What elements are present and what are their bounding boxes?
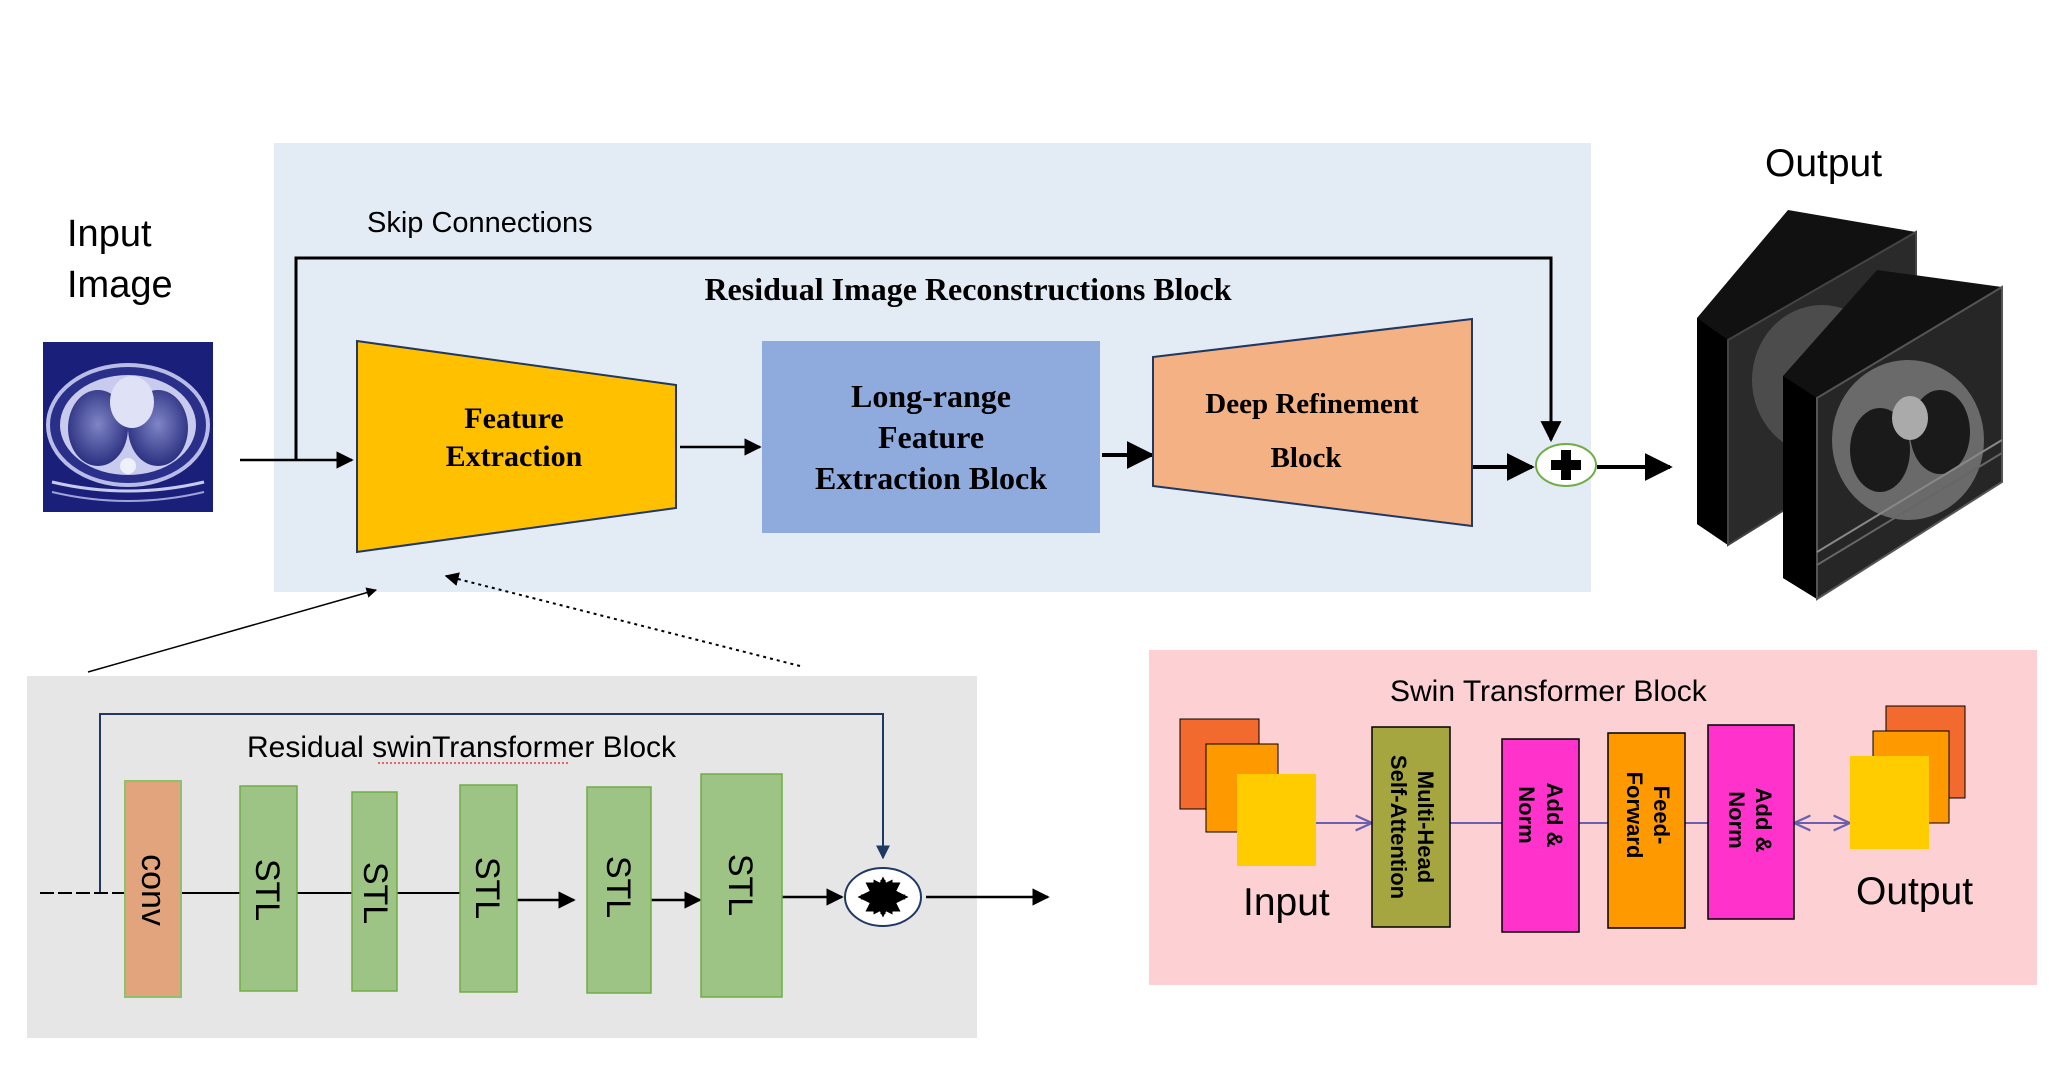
- deep-refinement-label-line2: Block: [1271, 442, 1343, 474]
- rstb-stl-block-3: [459, 784, 518, 993]
- swin-addnorm2-label-line1: Add &: [1751, 788, 1776, 853]
- rstb-skip-line: [99, 713, 890, 893]
- swin-output-stack: [1850, 705, 1966, 849]
- swin-ff-label-line2: Forward: [1622, 772, 1647, 859]
- rstb-title: Residual swinTransformer Block: [247, 731, 677, 764]
- rstb-link-solid: [87, 587, 378, 673]
- swin-addnorm1-label-line2: Norm: [1514, 786, 1539, 843]
- swin-msa-label-line2: Self-Attention: [1386, 755, 1411, 899]
- swin-feedforward-block: [1607, 732, 1686, 929]
- swin-ff-label-line1: Feed-: [1649, 786, 1674, 845]
- rstb-conv-label: conv: [134, 854, 172, 926]
- rstb-merge-node: [844, 867, 922, 927]
- swin-input-label: Input: [1243, 881, 1330, 924]
- input-image-label-line2: Image: [67, 264, 173, 306]
- sum-node: [1535, 443, 1597, 487]
- swin-addnorm-block-2: [1707, 724, 1795, 920]
- swin-title: Swin Transformer Block: [1390, 675, 1708, 708]
- rstb-stl-label-3: STL: [468, 857, 506, 919]
- swin-msa-block: [1371, 726, 1451, 928]
- swin-output-label: Output: [1856, 870, 1973, 913]
- rstb-stl-block-1: [239, 785, 298, 992]
- deep-refinement-block: [1152, 317, 1473, 528]
- rstb-stl-label-4: STL: [599, 856, 637, 918]
- rstb-stl-label-1: STL: [248, 859, 286, 921]
- long-range-label-line1: Long-range: [851, 378, 1011, 414]
- long-range-block: [762, 341, 1100, 533]
- long-range-label-line3: Extraction Block: [815, 460, 1047, 496]
- skip-connection-line: [294, 256, 1562, 460]
- rstb-link-dotted: [444, 572, 801, 667]
- rstb-stl-block-5: [700, 773, 783, 998]
- deep-refinement-label-line1: Deep Refinement: [1205, 388, 1419, 420]
- feature-extraction-label-line2: Extraction: [446, 440, 583, 473]
- swin-addnorm2-label-line2: Norm: [1724, 791, 1749, 848]
- input-image-label-line1: Input: [67, 213, 152, 255]
- skip-connections-label: Skip Connections: [367, 207, 593, 239]
- rstb-conv-block: [124, 780, 182, 998]
- swin-addnorm1-label-line1: Add &: [1542, 783, 1567, 848]
- rstb-stl-label-2: STL: [356, 862, 394, 924]
- swin-input-stack: [1179, 718, 1316, 866]
- feature-extraction-block: [356, 339, 677, 554]
- input-ct-image: [43, 342, 213, 512]
- residual-block-title: Residual Image Reconstructions Block: [704, 271, 1231, 307]
- swin-addnorm-block-1: [1501, 738, 1580, 933]
- feature-extraction-label-line1: Feature: [464, 402, 563, 435]
- rstb-stl-block-2: [351, 791, 398, 992]
- rstb-stl-label-5: STL: [721, 854, 759, 916]
- swin-msa-label-line1: Multi-Head: [1413, 771, 1438, 883]
- output-label: Output: [1765, 142, 1882, 185]
- rstb-stl-block-4: [586, 786, 652, 994]
- long-range-label-line2: Feature: [878, 419, 984, 455]
- output-ct-slabs: [1697, 210, 2003, 601]
